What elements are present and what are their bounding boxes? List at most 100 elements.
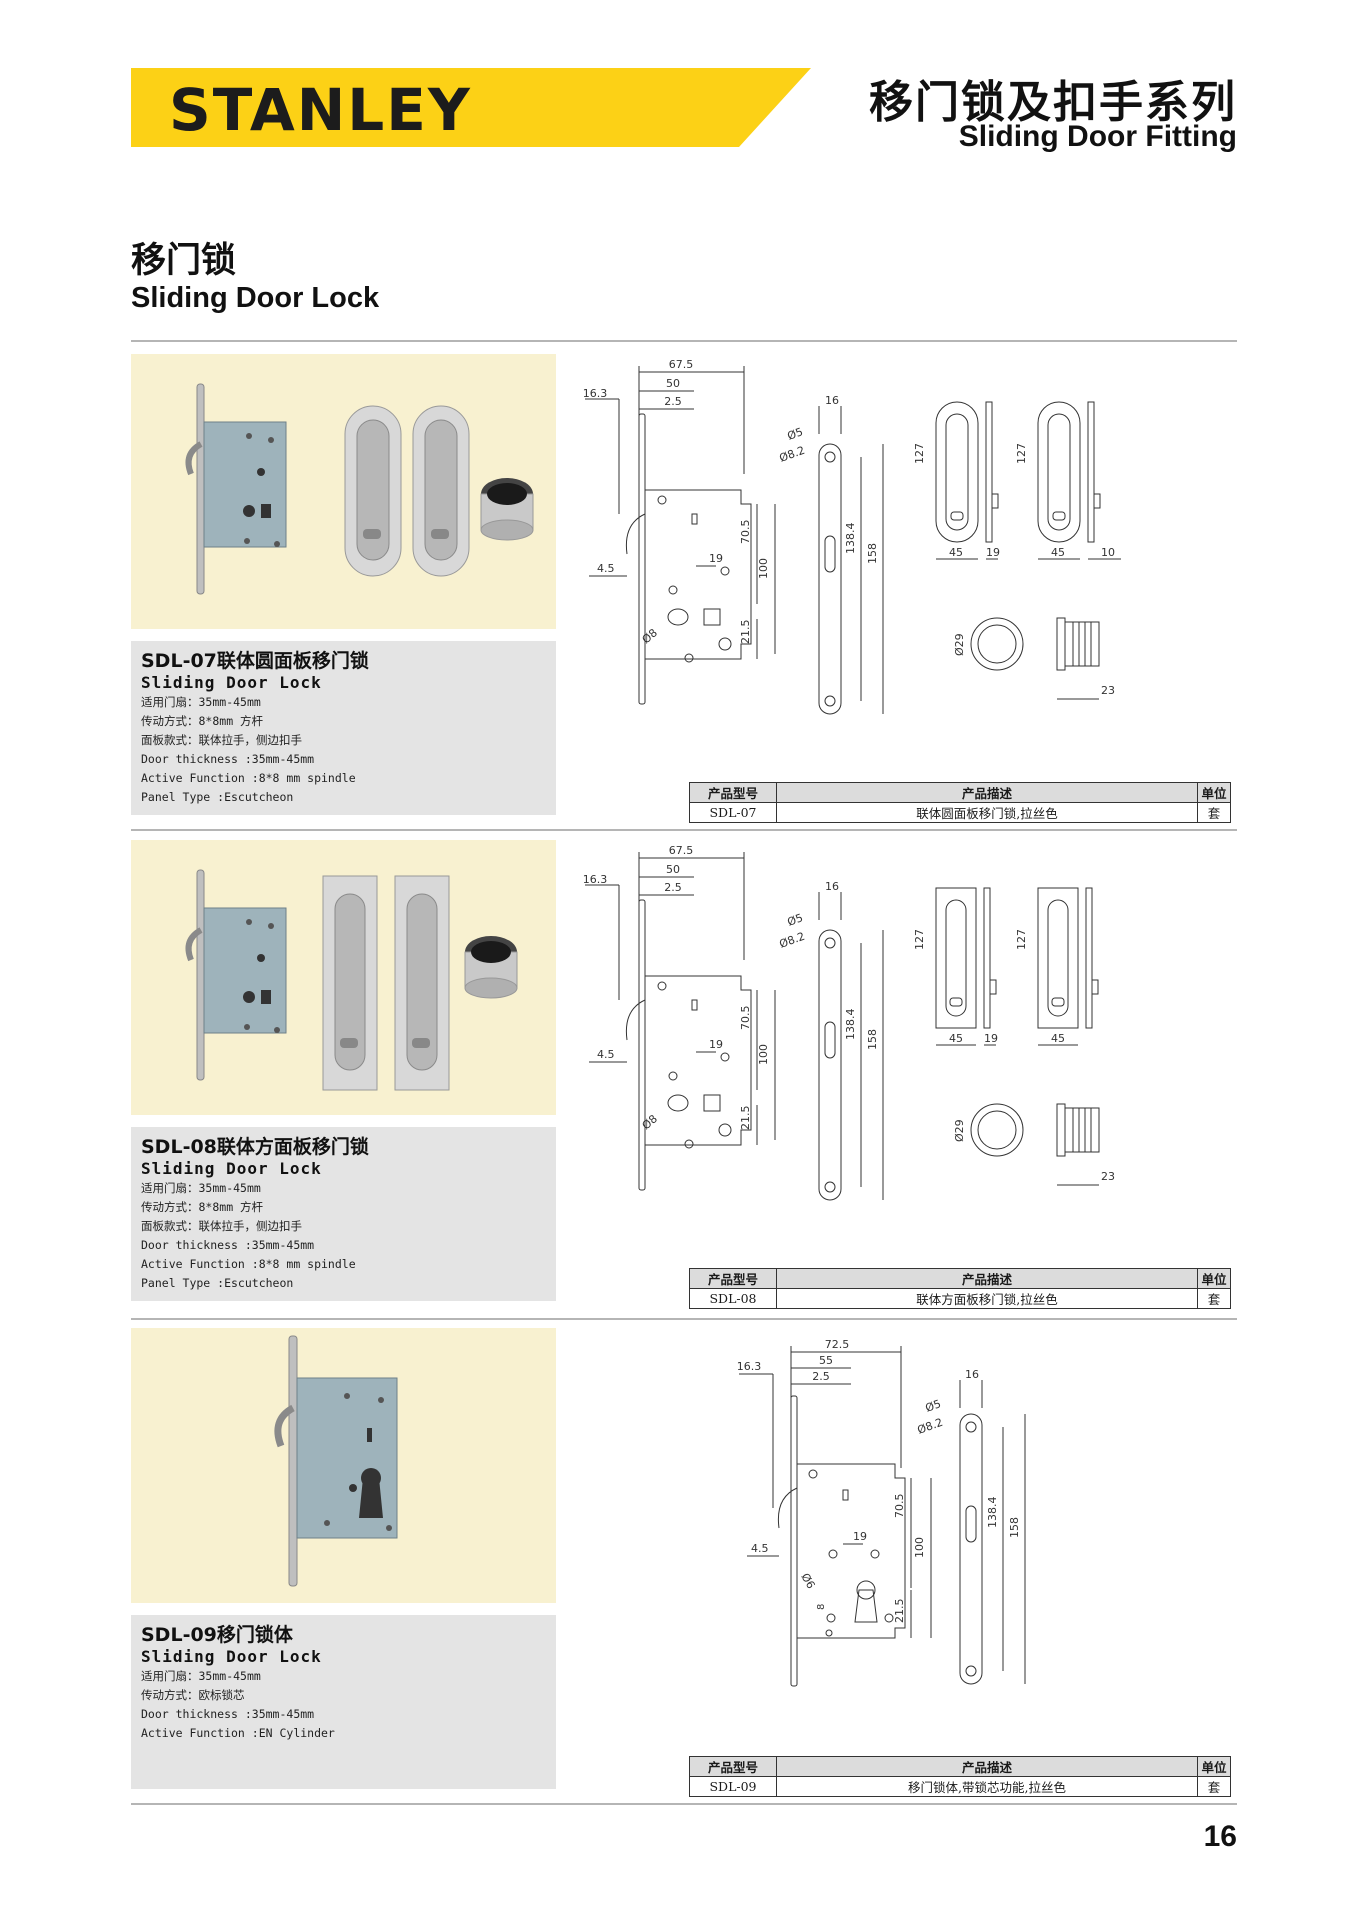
dim-label: 21.5 [739,1106,752,1131]
product-subtitle: Sliding Door Lock [141,1159,322,1178]
brand-banner: STANLEY [131,68,811,147]
dim-label: 67.5 [669,844,694,857]
header-unit: 单位 [1197,1268,1231,1289]
dim-label: 158 [1008,1517,1021,1538]
brand-banner-shape [131,68,811,147]
technical-drawing: 72.5 55 2.5 16.3 19 4.5 Ø6 8 70.5 100 21… [737,1338,1026,1687]
dim-label: Ø29 [953,633,966,656]
product-info: SDL-09移门锁体 Sliding Door Lock 适用门扇：35mm-4… [131,1615,556,1789]
header-desc: 产品描述 [776,1268,1198,1289]
dim-label: 70.5 [739,1006,752,1031]
dim-label: Ø5 [924,1397,943,1415]
cell-desc: 联体方面板移门锁,拉丝色 [776,1288,1198,1309]
dim-label: Ø5 [786,911,805,929]
dim-label: Ø29 [953,1119,966,1142]
dim-label: 127 [913,443,926,464]
dim-label: 2.5 [664,395,682,408]
dim-label: 8 [816,1604,827,1610]
brand-logo: STANLEY [169,76,472,144]
dim-label: 23 [1101,684,1115,697]
dim-label: 19 [984,1032,998,1045]
divider [131,340,1237,342]
product-photo [131,840,556,1115]
spec-line: Panel Type :Escutcheon [141,790,294,804]
spec-line: Active Function :EN Cylinder [141,1726,335,1740]
spec-line: Active Function :8*8 mm spindle [141,1257,356,1271]
dim-label: 45 [1051,546,1065,559]
header-model: 产品型号 [689,1268,777,1289]
dim-label: 4.5 [597,1048,615,1061]
dim-label: 138.4 [844,523,857,555]
dim-label: 21.5 [893,1599,906,1624]
cell-unit: 套 [1197,1776,1231,1797]
dim-label: 70.5 [893,1494,906,1519]
product-photo [131,354,556,629]
spec-line: 面板款式：联体拉手，侧边扣手 [141,1219,302,1233]
dim-label: 4.5 [751,1542,769,1555]
spec-line: 传动方式：8*8mm 方杆 [141,1200,264,1214]
spec-line: 适用门扇：35mm-45mm [141,1181,261,1195]
spec-line: 适用门扇：35mm-45mm [141,1669,261,1683]
product-title: SDL-09移门锁体 [141,1624,293,1646]
dim-label: 45 [1051,1032,1065,1045]
header-model: 产品型号 [689,782,777,803]
dim-label: 19 [853,1530,867,1543]
dim-label: 16 [825,880,839,893]
dim-label: 100 [757,1044,770,1065]
table-row: SDL-09 移门锁体,带锁芯功能,拉丝色 套 [689,1776,1231,1797]
header-unit: 单位 [1197,1756,1231,1777]
dim-label: 127 [913,929,926,950]
dim-label: 45 [949,546,963,559]
cell-model: SDL-08 [689,1288,777,1309]
header-unit: 单位 [1197,782,1231,803]
page-number: 16 [1203,1820,1237,1853]
divider [131,1318,1237,1320]
spec-line: 传动方式：8*8mm 方杆 [141,714,264,728]
dim-label: 19 [986,546,1000,559]
dim-label: Ø6 [798,1571,817,1591]
product-title: SDL-08联体方面板移门锁 [141,1136,369,1158]
dim-label: 16.3 [737,1360,762,1373]
dim-label: 16 [825,394,839,407]
table-row: SDL-07 联体圆面板移门锁,拉丝色 套 [689,802,1231,823]
dim-label: 21.5 [739,620,752,645]
dim-label: 4.5 [597,562,615,575]
divider [131,1803,1237,1805]
spec-line: 传动方式：欧标锁芯 [141,1688,245,1702]
dim-label: 100 [913,1537,926,1558]
series-title-cn: 移门锁及扣手系列 [869,77,1237,128]
cell-model: SDL-09 [689,1776,777,1797]
product-info: SDL-07联体圆面板移门锁 Sliding Door Lock 适用门扇：35… [131,641,556,815]
table-row: SDL-08 联体方面板移门锁,拉丝色 套 [689,1288,1231,1309]
spec-table: 产品型号 产品描述 单位 SDL-08 联体方面板移门锁,拉丝色 套 [689,1268,1231,1309]
series-title-en: Sliding Door Fitting [958,120,1237,153]
dim-label: 16.3 [583,873,608,886]
dim-label: 138.4 [986,1497,999,1529]
divider [131,829,1237,831]
dim-label: Ø5 [786,425,805,443]
dim-label: 158 [866,1029,879,1050]
technical-drawing: 67.5 50 2.5 16.3 19 4.5 Ø8 70.5 100 21.5… [583,844,1115,1201]
dim-label: Ø8.2 [916,1416,945,1437]
dim-label: 19 [709,1038,723,1051]
dim-label: 138.4 [844,1009,857,1041]
dim-label: 72.5 [825,1338,850,1351]
cell-unit: 套 [1197,1288,1231,1309]
spec-line: Door thickness :35mm-45mm [141,752,315,766]
dim-label: 55 [819,1354,833,1367]
dim-label: Ø8.2 [778,444,807,465]
cell-model: SDL-07 [689,802,777,823]
dim-label: 50 [666,863,680,876]
spec-line: Door thickness :35mm-45mm [141,1707,315,1721]
dim-label: Ø8.2 [778,930,807,951]
dim-label: 19 [709,552,723,565]
product-subtitle: Sliding Door Lock [141,1647,322,1666]
spec-table: 产品型号 产品描述 单位 SDL-07 联体圆面板移门锁,拉丝色 套 [689,782,1231,823]
dim-label: 10 [1101,546,1115,559]
section-title-cn: 移门锁 [131,241,237,281]
dim-label: 50 [666,377,680,390]
header-model: 产品型号 [689,1756,777,1777]
dim-label: 100 [757,558,770,579]
product-photo [131,1328,556,1603]
dim-label: 158 [866,543,879,564]
